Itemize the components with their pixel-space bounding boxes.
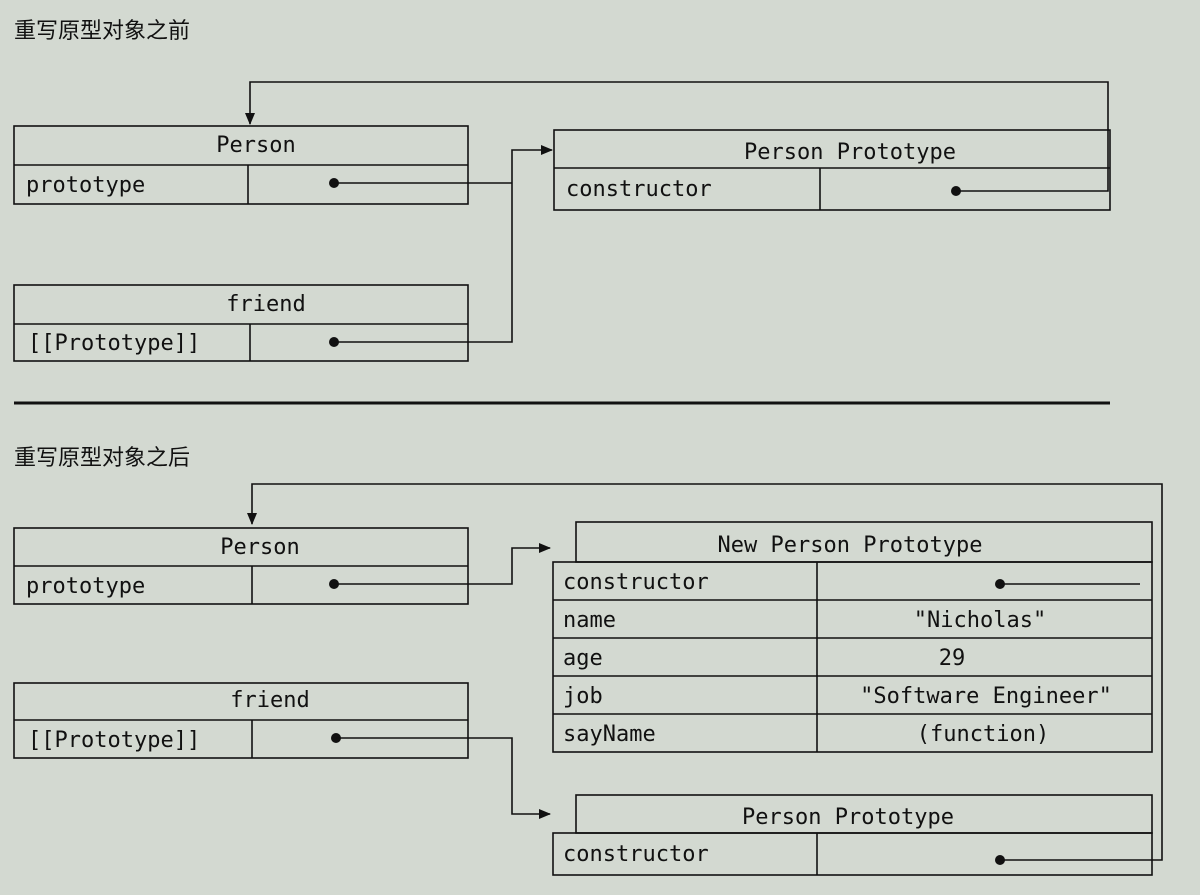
row-key-sayname: sayName — [563, 722, 656, 747]
friend-box-after: friend [[Prototype]] — [13, 682, 469, 759]
arrow-friend-to-old-proto — [336, 737, 551, 819]
constructor-label-before: constructor — [566, 177, 712, 202]
row-key-name: name — [563, 608, 616, 633]
row-value-name: "Nicholas" — [914, 608, 1046, 633]
person-title-before: Person — [216, 133, 295, 158]
row-key-job: job — [563, 684, 603, 709]
friend-title-after: friend — [230, 688, 309, 713]
row-key-age: age — [563, 646, 603, 671]
new-person-prototype-title: New Person Prototype — [718, 533, 983, 558]
friend-box-before: friend [[Prototype]] — [13, 284, 469, 362]
row-value-age: 29 — [939, 646, 966, 671]
friend-title-before: friend — [226, 292, 305, 317]
person-prototype-box-after: Person Prototype constructor — [552, 794, 1153, 876]
row-key-constructor: constructor — [563, 570, 709, 595]
person-prototype-label-before: prototype — [26, 173, 145, 198]
constructor-label-after: constructor — [563, 842, 709, 867]
row-value-job: "Software Engineer" — [860, 684, 1112, 709]
person-prototype-box-before: Person Prototype constructor — [553, 129, 1111, 211]
heading-after: 重写原型对象之后 — [14, 446, 190, 471]
friend-prototype-label-before: [[Prototype]] — [28, 331, 200, 356]
person-box-after: Person prototype — [13, 527, 469, 605]
arrow-old-constructor-to-person — [247, 483, 1163, 861]
person-box-before: Person prototype — [13, 125, 469, 205]
row-value-sayname: (function) — [917, 722, 1049, 747]
person-prototype-title-after: Person Prototype — [742, 805, 954, 830]
friend-prototype-label-after: [[Prototype]] — [28, 728, 200, 753]
heading-before: 重写原型对象之前 — [14, 19, 190, 44]
person-title-after: Person — [220, 535, 299, 560]
arrow-friend-to-proto-before — [334, 145, 553, 343]
arrow-constructor-to-person-before — [245, 81, 1109, 192]
person-prototype-label-after: prototype — [26, 574, 145, 599]
person-prototype-title-before: Person Prototype — [744, 140, 956, 165]
arrow-person-to-new-proto — [334, 543, 551, 585]
new-person-prototype-box: New Person Prototype constructor name "N… — [552, 521, 1153, 753]
